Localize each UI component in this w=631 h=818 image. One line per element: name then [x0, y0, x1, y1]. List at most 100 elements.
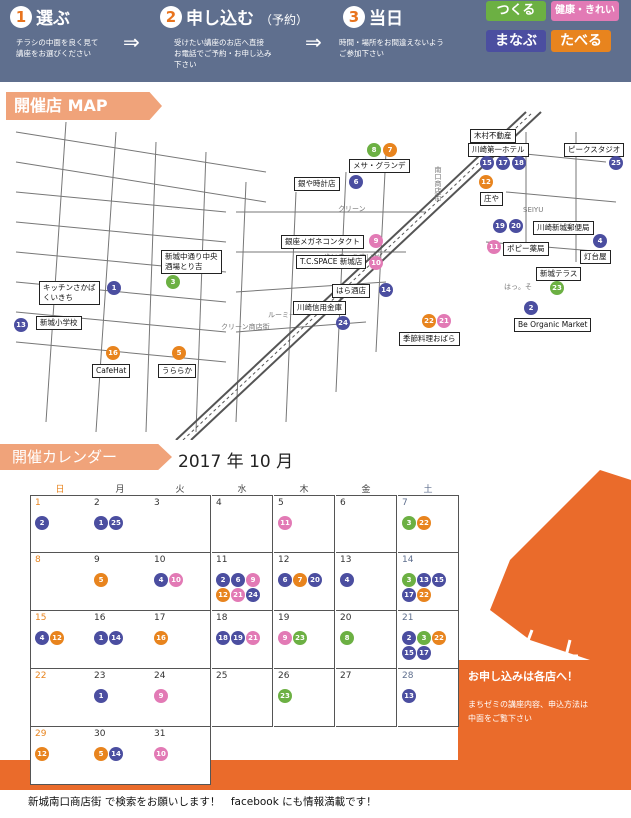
calendar-day: 8 — [30, 553, 91, 611]
store-urara: うららか — [158, 364, 196, 378]
day-markers: 8 — [340, 631, 398, 645]
weekday-label: 日 — [55, 485, 65, 495]
day-markers: 12 — [35, 747, 93, 761]
day-number: 14 — [402, 555, 414, 565]
step-1-number: 1 — [10, 5, 32, 28]
weekday-label: 水 — [237, 485, 247, 495]
step-3-desc: 時間・場所をお間違えないよう ご参加下さい — [339, 38, 444, 58]
step-2-subtitle: （予約） — [260, 13, 309, 27]
store-shoya: 庄や — [480, 192, 503, 206]
street-label: クリーン商店街 — [221, 323, 270, 331]
calendar-title: 開催カレンダー — [0, 444, 172, 470]
map-marker: 22 — [422, 314, 436, 328]
store-marker: 12 — [50, 631, 64, 645]
category-tsukuru: つくる — [486, 1, 546, 21]
map-marker: 20 — [509, 219, 523, 233]
store-marker: 2 — [402, 631, 416, 645]
map-marker: 14 — [379, 283, 393, 297]
step-2-title-text: 申し込む — [186, 9, 254, 29]
step-2-number: 2 — [160, 5, 182, 28]
map-marker: 12 — [479, 175, 493, 189]
notice-title: お申し込みは各店へ！ — [468, 670, 578, 683]
day-number: 10 — [154, 555, 166, 565]
day-number: 9 — [94, 555, 100, 565]
day-markers: 2 — [35, 516, 93, 530]
store-be-organic: Be Organic Market — [514, 318, 592, 332]
store-marker: 6 — [231, 573, 245, 587]
store-marker: 1 — [94, 516, 108, 530]
calendar-day: 4 — [212, 495, 273, 553]
store-mesa: メサ・グランデ — [349, 159, 410, 173]
store-marker: 22 — [432, 631, 446, 645]
store-marker: 17 — [402, 588, 416, 602]
store-kawasaki-post: 川崎新城郵便局 — [533, 221, 594, 235]
store-marker: 9 — [154, 689, 168, 703]
map-marker: 1 — [107, 281, 121, 295]
store-kisetsu: 季節料理おばら — [399, 332, 460, 346]
store-akaridai: 灯台屋 — [580, 250, 611, 264]
street-label: SEIYU — [523, 206, 544, 214]
day-markers: 1 — [94, 689, 152, 703]
map-marker: 17 — [496, 156, 510, 170]
store-marker: 13 — [402, 689, 416, 703]
calendar-day: 22 — [30, 669, 91, 727]
store-kitchen: キッチンさかば くいきち — [39, 281, 100, 305]
calendar-day: 6 — [336, 495, 397, 553]
map-marker: 16 — [106, 346, 120, 360]
map-marker: 11 — [487, 240, 501, 254]
day-number: 27 — [340, 671, 352, 681]
store-marker: 23 — [293, 631, 307, 645]
map-marker: 9 — [369, 234, 383, 248]
street-label: ルーミー — [268, 311, 296, 319]
calendar-day: 25 — [212, 669, 273, 727]
store-marker: 10 — [169, 573, 183, 587]
step-2-title: 申し込む （予約） — [186, 9, 308, 29]
store-marker: 13 — [417, 573, 431, 587]
map: 開催店 MAP クリーン ルーミー ゆいモールすいか クリーン商店街 南口商店街… — [6, 92, 626, 440]
calendar-day: 3 — [150, 495, 211, 553]
day-number: 6 — [340, 498, 346, 508]
store-hara: はら酒店 — [332, 284, 370, 298]
footer: 新城南口商店街 で検索をお願いします！ facebook にも情報満載です！ — [0, 790, 631, 818]
store-marker: 4 — [154, 573, 168, 587]
step-3-title: 当日 — [369, 9, 403, 29]
calendar-day: 29 12 — [30, 727, 91, 785]
store-marker: 2 — [35, 516, 49, 530]
store-peak: ピークスタジオ — [564, 143, 625, 157]
day-number: 24 — [154, 671, 166, 681]
store-marker: 9 — [278, 631, 292, 645]
store-marker: 21 — [246, 631, 260, 645]
category-manabu: まなぶ — [486, 30, 546, 52]
day-number: 29 — [35, 729, 47, 739]
arrow-icon: ⇒ — [305, 30, 322, 54]
store-marker: 9 — [246, 573, 260, 587]
day-number: 25 — [216, 671, 228, 681]
map-marker: 7 — [383, 143, 397, 157]
store-marker: 17 — [417, 646, 431, 660]
map-marker: 5 — [172, 346, 186, 360]
step-2-desc: 受けたい講座のお店へ直接 お電話でご予約・お申し込み 下さい — [174, 38, 272, 69]
day-number: 23 — [94, 671, 106, 681]
map-marker: 19 — [493, 219, 507, 233]
weekday-label: 木 — [299, 485, 309, 495]
store-tc-space: T.C.SPACE 新城店 — [296, 255, 367, 269]
map-marker: 25 — [609, 156, 623, 170]
day-number: 28 — [402, 671, 414, 681]
day-number: 21 — [402, 613, 414, 623]
calendar-day: 27 — [336, 669, 397, 727]
day-number: 30 — [94, 729, 106, 739]
notice-body: まちゼミの講座内容、申込方法は 中面をご覧下さい — [468, 700, 588, 723]
store-shinjo-school: 新城小学校 — [36, 316, 82, 330]
